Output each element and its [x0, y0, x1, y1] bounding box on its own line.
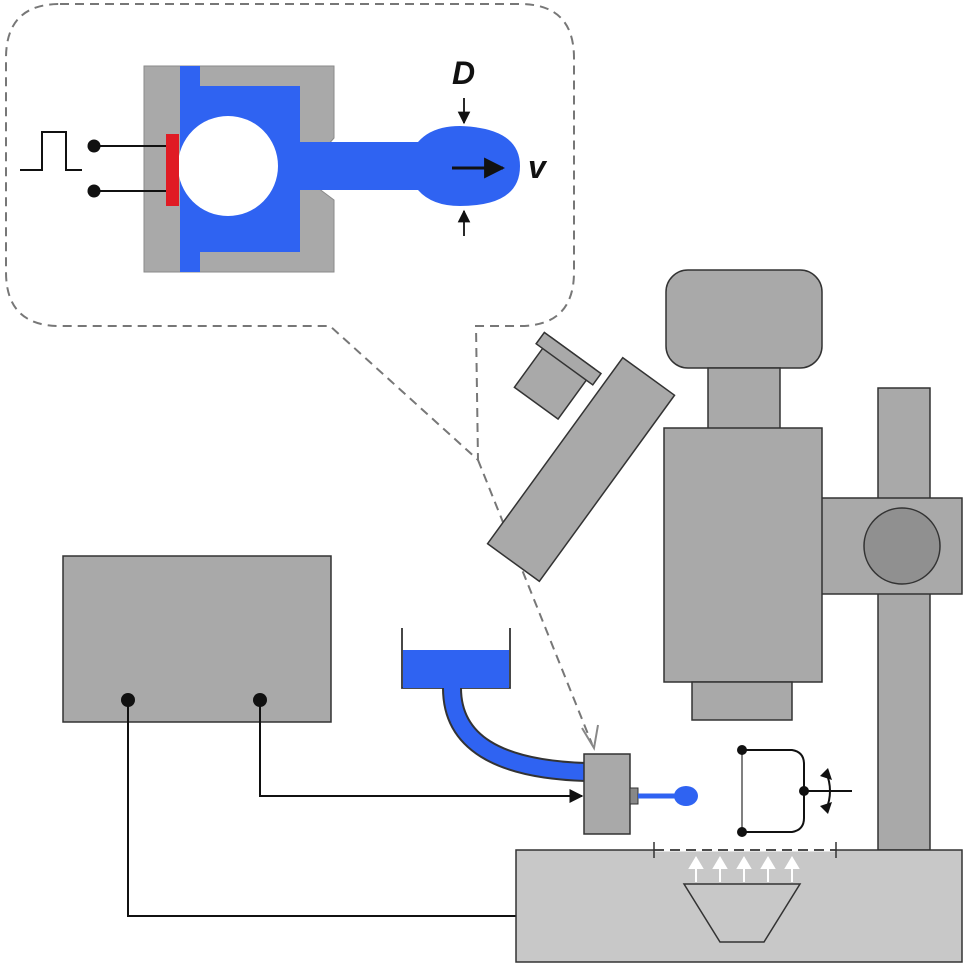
nozzle-cross-section: D v: [20, 55, 548, 273]
stand-pillar: [877, 387, 931, 851]
eyepiece: [513, 331, 603, 421]
terminal-dot-icon: [87, 139, 101, 153]
camera-head: [665, 269, 823, 369]
velocity-label: v: [528, 149, 548, 185]
wire-to-print-head: [259, 700, 584, 803]
supply-tube-ink: [444, 687, 587, 780]
diameter-label: D: [452, 55, 475, 91]
terminal-dot-icon: [737, 745, 747, 755]
print-head: [583, 753, 698, 835]
focus-knob: [863, 507, 941, 585]
ultrasonic-transducer: [682, 883, 802, 943]
callout-pointer-line: [477, 459, 593, 745]
chamber-cavity: [178, 116, 278, 216]
reservoir-ink: [403, 650, 509, 688]
droplet: [674, 786, 698, 806]
camera-coupler: [707, 367, 781, 431]
terminal-dot-icon: [87, 184, 101, 198]
square-pulse-icon: [20, 131, 82, 171]
microscope-stand: [817, 387, 963, 851]
microscope-body: [663, 427, 823, 683]
stage-base: [515, 842, 963, 963]
wire-to-transducer: [127, 700, 708, 923]
fluid-chamber: [180, 66, 520, 272]
acoustic-wave-arrows: [688, 856, 800, 882]
piezo-element: [166, 134, 179, 206]
eyepiece-tube: [486, 356, 676, 583]
controller-box: [62, 555, 332, 723]
microscope: [486, 269, 823, 721]
callout-bubble: [5, 3, 599, 751]
signal-wires: [127, 700, 708, 923]
print-head-body: [583, 753, 631, 835]
terminal-dot-icon: [737, 827, 747, 837]
callout-pointer-arrowhead: [581, 724, 599, 751]
substrate-holder: [737, 745, 852, 837]
ink-supply: [401, 628, 587, 782]
print-head-nozzle: [629, 787, 639, 805]
objective-lens: [691, 681, 793, 721]
